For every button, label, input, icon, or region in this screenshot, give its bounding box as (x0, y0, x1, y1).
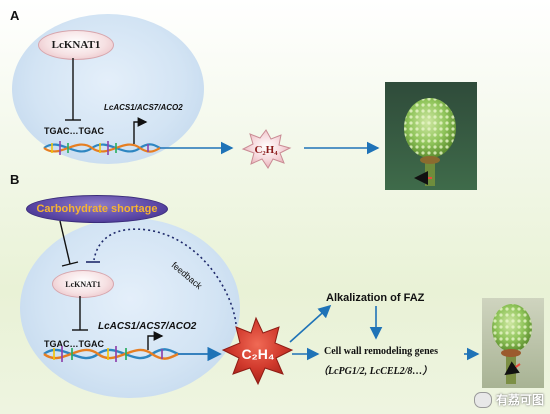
panel-b-lcknat1-label: LcKNAT1 (65, 279, 101, 289)
panel-a-motif: TGAC…TGAC (44, 126, 104, 136)
panel-b-ethylene-label: C₂H₄ (241, 346, 274, 362)
cell-wall-genes: （LcPG1/2, LcCEL2/8…） (318, 366, 433, 377)
arrow-to-alkalization (289, 304, 332, 343)
panel-a-lcknat1: LcKNAT1 (38, 30, 114, 60)
panel-b-lcknat1: LcKNAT1 (52, 270, 114, 298)
panel-b-label: B (10, 172, 20, 187)
wechat-icon (473, 391, 492, 408)
panel-a-lcknat1-label: LcKNAT1 (51, 39, 101, 51)
carbohydrate-shortage-label: Carbohydrate shortage (36, 203, 158, 215)
panel-a-genes: LcACS1/ACS7/ACO2 (104, 103, 183, 112)
panel-a-fruit-photo (385, 82, 477, 190)
panel-a-label: A (10, 8, 20, 23)
panel-a-dna (43, 141, 161, 155)
panel-b-cell (20, 218, 240, 398)
panel-b-feedback-line (86, 228, 237, 325)
panel-b-motif: TGAC…TGAC (44, 339, 104, 349)
panel-b-fruit-photo (482, 298, 544, 388)
panel-b-inhibition (72, 296, 88, 331)
cell-wall-label: Cell wall remodeling genes (324, 346, 438, 357)
panel-b-carb-inhibition (59, 220, 79, 267)
panel-b-promoter-arrow (147, 331, 164, 350)
panel-a-ethylene-label: C₂H₄ (254, 144, 278, 156)
panel-b-genes: LcACS1/ACS7/ACO2 (98, 321, 197, 332)
panel-a-promoter-arrow (133, 117, 148, 144)
panel-a-ethylene-burst (241, 129, 292, 169)
panel-b-ethylene-burst (221, 316, 294, 386)
panel-b-dna (43, 346, 179, 362)
panel-a-inhibition (65, 58, 81, 121)
watermark: 有荔可图 (473, 391, 544, 408)
carbohydrate-shortage-badge: Carbohydrate shortage (26, 195, 168, 223)
alkalization-label: Alkalization of FAZ (326, 292, 425, 304)
watermark-text: 有荔可图 (495, 393, 544, 407)
